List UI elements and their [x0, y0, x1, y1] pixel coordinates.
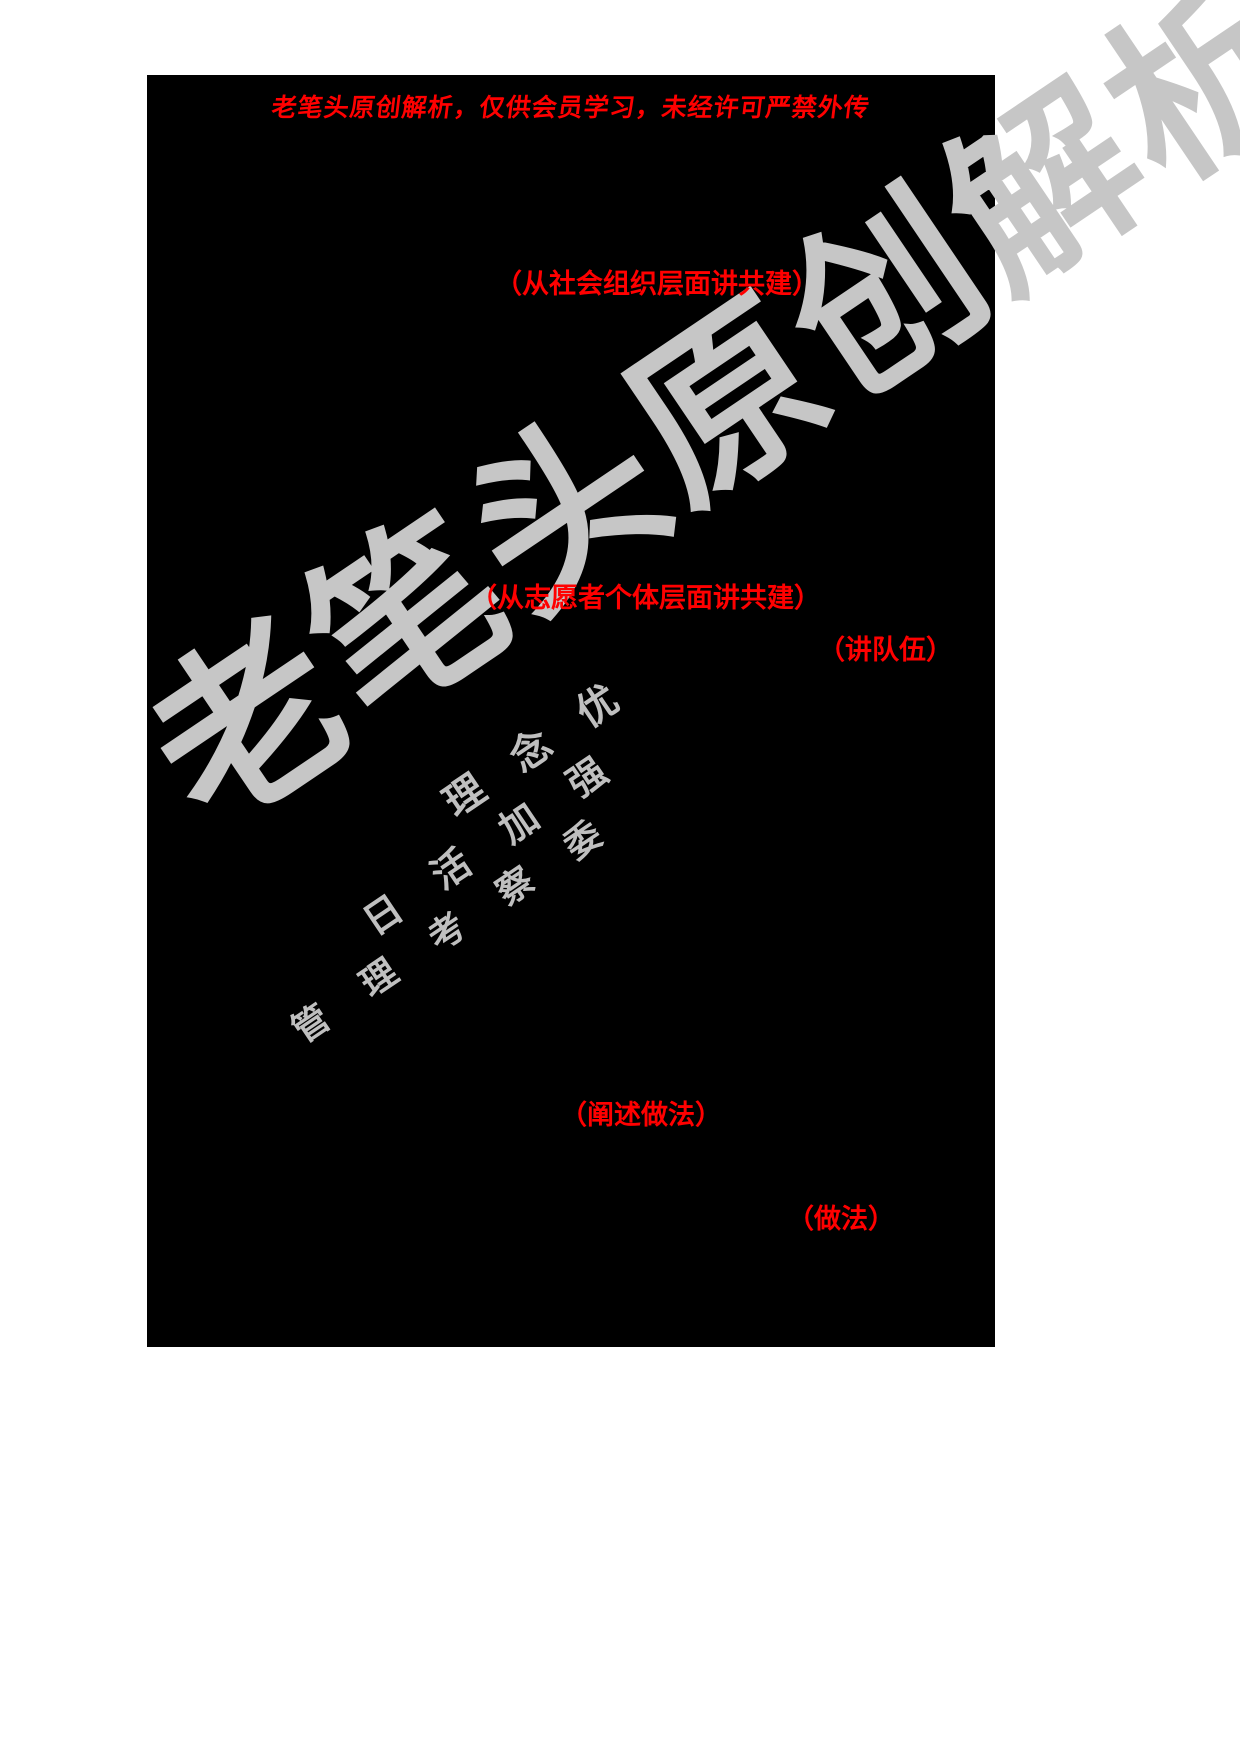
annotation-team: （讲队伍）	[818, 635, 953, 666]
annotation-volunteer-individual-level: （从志愿者个体层面讲共建）	[470, 583, 821, 614]
annotation-practices: （做法）	[787, 1204, 895, 1235]
annotation-social-organization-level: （从社会组织层面讲共建）	[495, 269, 819, 300]
copyright-notice-banner: 老笔头原创解析，仅供会员学习，未经许可严禁外传	[270, 93, 872, 122]
annotation-describe-practices: （阐述做法）	[560, 1100, 722, 1131]
redacted-document-body	[147, 75, 995, 1347]
